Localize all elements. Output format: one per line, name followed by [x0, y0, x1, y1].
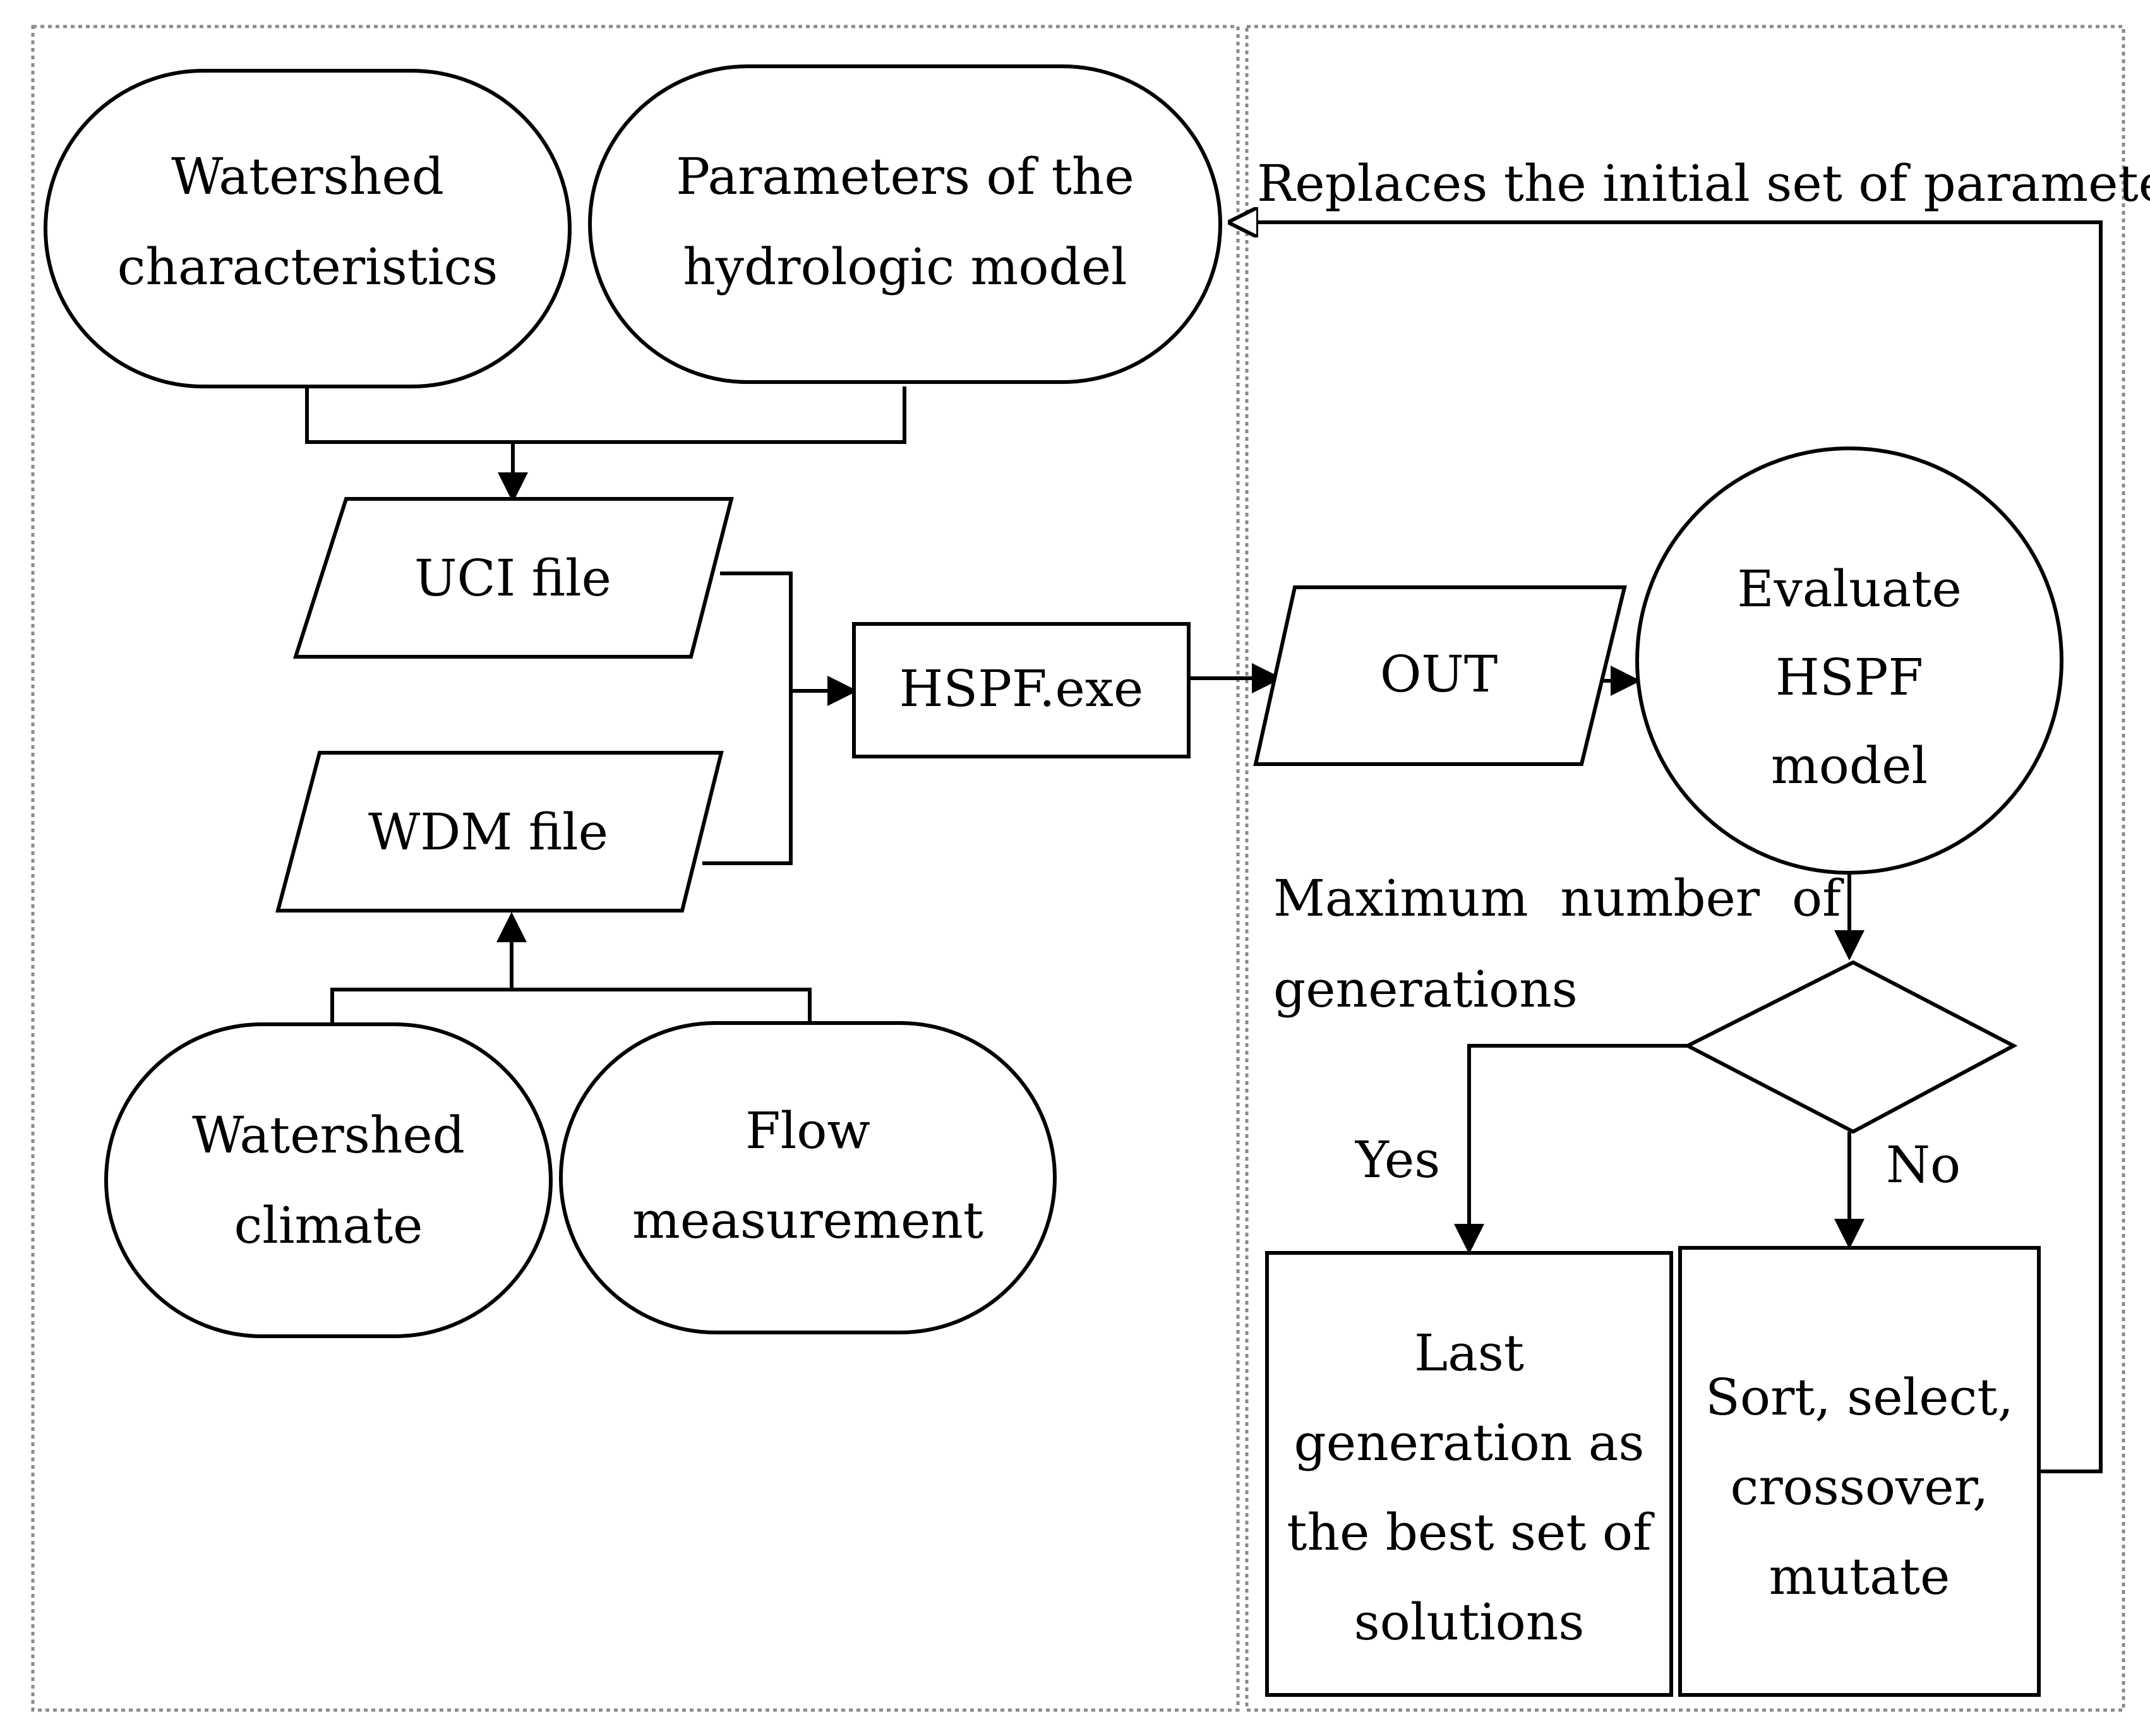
node-flow-measurement: Flow measurement	[559, 1021, 1057, 1334]
svg-text:the best set of: the best set of	[1287, 1503, 1655, 1562]
svg-text:measurement: measurement	[632, 1191, 983, 1250]
svg-text:Watershed: Watershed	[192, 1106, 465, 1164]
arrow-yes-branch	[1454, 1044, 1688, 1254]
connector-climate-flow-join	[330, 988, 812, 1024]
svg-text:Flow: Flow	[745, 1101, 870, 1160]
connector-watershed-to-join	[305, 386, 906, 444]
node-last-generation: Last generation as the best set of solut…	[1265, 1251, 1673, 1697]
svg-text:Last: Last	[1414, 1324, 1524, 1382]
svg-text:solutions: solutions	[1354, 1593, 1585, 1651]
svg-text:HSPF: HSPF	[1775, 648, 1923, 707]
svg-text:mutate: mutate	[1769, 1547, 1950, 1606]
node-uci-file: UCI file	[292, 497, 734, 659]
node-generation-decision	[1683, 960, 2018, 1134]
svg-text:HSPF.exe: HSPF.exe	[899, 659, 1144, 718]
svg-text:Sort, select,: Sort, select,	[1705, 1368, 2014, 1427]
svg-text:generation as: generation as	[1294, 1413, 1645, 1472]
svg-text:Watershed: Watershed	[171, 147, 444, 206]
arrow-feedback-loop	[1232, 222, 2103, 1473]
node-sort-select-crossover-mutate: Sort, select, crossover, mutate	[1678, 1246, 2041, 1697]
svg-text:characteristics: characteristics	[117, 237, 498, 296]
node-parameters-hydrologic-model: Parameters of the hydrologic model	[588, 64, 1222, 384]
label-generations: generations	[1273, 960, 1578, 1019]
node-hspf-exe: HSPF.exe	[852, 622, 1191, 758]
svg-text:climate: climate	[234, 1196, 423, 1255]
connector-uci-wdm-bracket	[702, 572, 793, 865]
svg-text:hydrologic model: hydrologic model	[683, 237, 1127, 296]
label-no: No	[1886, 1135, 1961, 1194]
svg-text:WDM file: WDM file	[368, 803, 608, 861]
svg-text:Parameters of the: Parameters of the	[676, 147, 1134, 206]
node-evaluate-hspf-model: Evaluate HSPF model	[1635, 446, 2063, 875]
node-watershed-characteristics: Watershed characteristics	[44, 69, 572, 388]
svg-text:Evaluate: Evaluate	[1737, 560, 1962, 618]
svg-text:UCI file: UCI file	[414, 549, 611, 608]
node-watershed-climate: Watershed climate	[104, 1022, 553, 1338]
label-replaces-initial-parameters: Replaces the initial set of parameters	[1257, 154, 2150, 213]
node-wdm-file: WDM file	[275, 751, 724, 913]
label-yes: Yes	[1355, 1130, 1440, 1189]
svg-text:crossover,: crossover,	[1731, 1458, 1989, 1516]
left-group-frame	[31, 25, 1240, 1712]
node-out: OUT	[1253, 585, 1627, 766]
label-maximum-number-of: Maximum number of	[1273, 869, 1844, 928]
svg-text:OUT: OUT	[1380, 645, 1498, 703]
svg-text:model: model	[1771, 736, 1928, 795]
